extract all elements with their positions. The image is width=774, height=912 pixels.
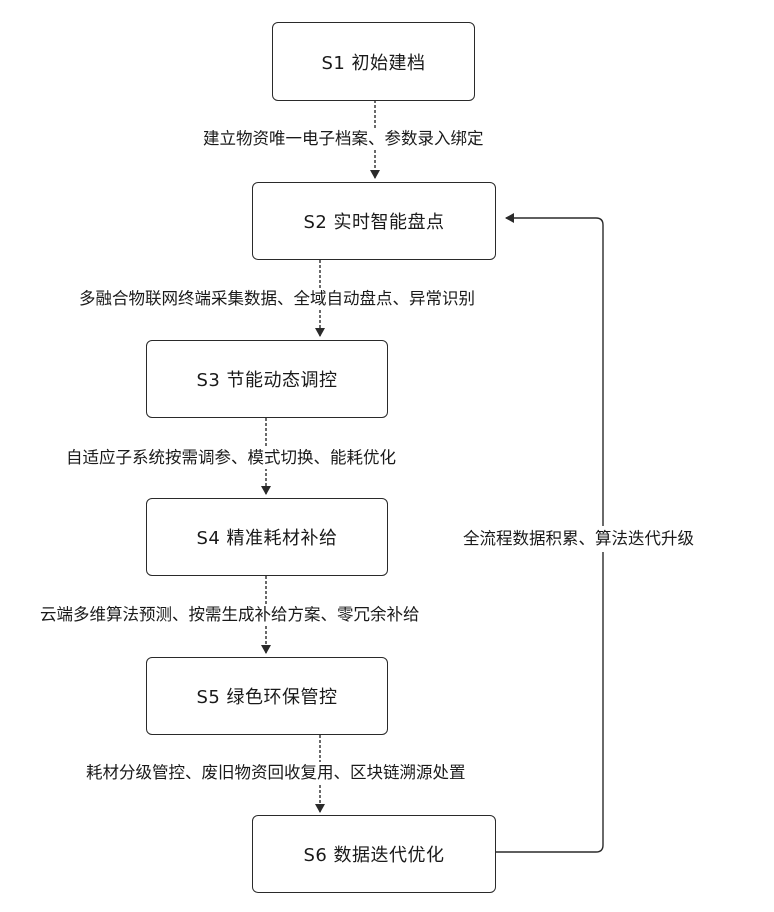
edge-label-s2-s3: 多融合物联网终端采集数据、全域自动盘点、异常识别 [79, 288, 475, 310]
edge-label-s1-s2: 建立物资唯一电子档案、参数录入绑定 [203, 128, 484, 150]
step-s5-label: S5 绿色环保管控 [196, 683, 337, 709]
step-s5-box: S5 绿色环保管控 [146, 657, 388, 735]
step-s3-label: S3 节能动态调控 [196, 366, 337, 392]
step-s6-label: S6 数据迭代优化 [303, 841, 444, 867]
step-s2-box: S2 实时智能盘点 [252, 182, 496, 260]
step-s4-label: S4 精准耗材补给 [196, 524, 337, 550]
edge-label-s5-s6: 耗材分级管控、废旧物资回收复用、区块链溯源处置 [86, 762, 466, 784]
feedback-label: 全流程数据积累、算法迭代升级 [463, 526, 694, 552]
step-s6-box: S6 数据迭代优化 [252, 815, 496, 893]
step-s3-box: S3 节能动态调控 [146, 340, 388, 418]
step-s2-label: S2 实时智能盘点 [303, 208, 444, 234]
step-s1-box: S1 初始建档 [272, 22, 475, 101]
edge-label-s4-s5: 云端多维算法预测、按需生成补给方案、零冗余补给 [40, 604, 420, 626]
step-s4-box: S4 精准耗材补给 [146, 498, 388, 576]
edge-label-s3-s4: 自适应子系统按需调参、模式切换、能耗优化 [66, 447, 396, 469]
step-s1-label: S1 初始建档 [321, 49, 425, 75]
